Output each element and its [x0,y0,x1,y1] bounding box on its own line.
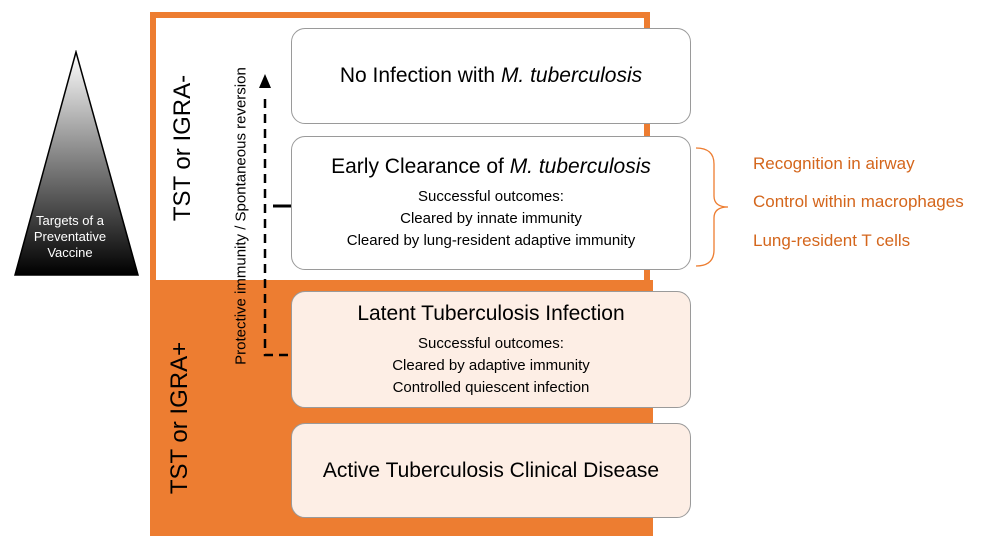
early-clearance-outcome-innate: Cleared by innate immunity [400,210,582,227]
latent-outcome-quiescent: Controlled quiescent infection [392,378,590,396]
reversion-arrow [259,74,291,357]
no-infection-box: No Infection with M. tuberculosis [291,28,691,124]
tst-igra-positive-label: TST or IGRA+ [166,341,193,495]
tst-igra-negative-label: TST or IGRA- [169,74,196,222]
latent-outcomes-heading: Successful outcomes: [418,334,564,352]
mechanism-macrophage-control: Control within macrophages [753,192,964,211]
no-infection-title: No Infection with M. tuberculosis [339,64,643,87]
mechanism-recognition-airway: Recognition in airway [753,154,915,173]
early-clearance-outcomes-heading: Successful outcomes: [418,188,564,205]
pyramid-label-line-3: Vaccine [47,245,93,260]
protective-immunity-label: Protective immunity / Spontaneous revers… [232,67,250,365]
pyramid-label-line-2: Preventative [33,229,107,244]
latent-outcome-adaptive: Cleared by adaptive immunity [392,356,590,374]
early-clearance-title: Early Clearance of M. tuberculosis [331,155,651,178]
early-clearance-outcome-adaptive: Cleared by lung-resident adaptive immuni… [346,232,636,249]
latent-infection-box: Latent Tuberculosis Infection Successful… [291,291,691,408]
active-disease-box: Active Tuberculosis Clinical Disease [291,423,691,518]
latent-infection-title: Latent Tuberculosis Infection [357,301,625,325]
early-clearance-box: Early Clearance of M. tuberculosis Succe… [291,136,691,270]
mechanism-lung-resident-t-cells: Lung-resident T cells [753,231,911,250]
pyramid-label-line-1: Targets of a [36,213,104,228]
mechanism-brace [695,147,729,267]
vaccine-target-pyramid [14,50,139,276]
active-disease-title: Active Tuberculosis Clinical Disease [322,458,660,482]
